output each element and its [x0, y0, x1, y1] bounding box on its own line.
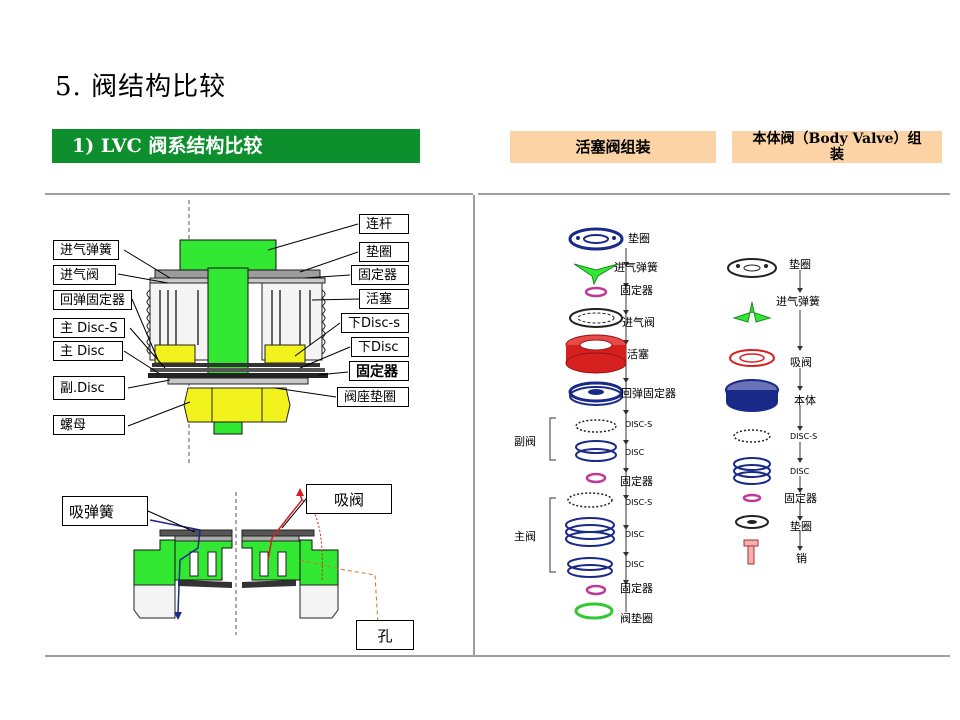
- label-washer: 垫圈: [359, 242, 409, 262]
- label-piston: 活塞: [359, 289, 409, 309]
- section-banner: 1) LVC 阀系结构比较: [52, 129, 420, 163]
- top-divider-right: [478, 193, 950, 195]
- bottom-divider: [45, 655, 950, 657]
- center-divider: [473, 195, 475, 655]
- label-lower-disc-s: 下Disc-s: [341, 313, 409, 333]
- piston-part-retainer-3: 固定器: [620, 582, 653, 595]
- body-part-body: 本体: [794, 394, 816, 407]
- label-main-disc: 主 Disc: [53, 341, 123, 361]
- body-part-pin: 销: [796, 552, 807, 565]
- label-main-disc-s: 主 Disc-S: [53, 318, 125, 338]
- label-intake-spring: 进气弹簧: [53, 240, 120, 260]
- piston-part-retainer-1: 固定器: [620, 284, 653, 297]
- label-nut: 螺母: [53, 415, 125, 435]
- label-rod: 连杆: [359, 214, 409, 234]
- piston-part-rebound-retainer: 回弹固定器: [621, 387, 676, 400]
- piston-part-disc-s-1: DISC-S: [625, 420, 653, 429]
- label-retainer-2: 固定器: [349, 361, 409, 381]
- page-title: 5. 阀结构比较: [55, 72, 227, 102]
- body-part-washer-2: 垫圈: [790, 520, 812, 533]
- piston-part-disc-1: DISC: [625, 448, 645, 457]
- piston-assembly-header: 活塞阀组装: [510, 131, 716, 163]
- piston-part-disc-s-2: DISC-S: [625, 498, 653, 507]
- body-part-retainer: 固定器: [784, 492, 817, 505]
- body-part-washer: 垫圈: [789, 258, 811, 271]
- label-sub-disc: 副.Disc: [53, 376, 125, 400]
- piston-part-retainer-2: 固定器: [620, 475, 653, 488]
- piston-part-piston: 活塞: [627, 348, 649, 361]
- piston-part-main-valve: 主阀: [514, 530, 536, 543]
- body-valve-assembly-header: 本体阀（Body Valve）组 装: [732, 131, 942, 163]
- piston-part-disc-3: DISC: [625, 560, 645, 569]
- label-intake-valve: 进气阀: [53, 265, 116, 285]
- piston-part-intake-valve: 进气阀: [622, 316, 655, 329]
- piston-part-disc-2: DISC: [625, 530, 645, 539]
- body-part-disc: DISC: [790, 467, 810, 476]
- body-part-suction-valve: 吸阀: [790, 356, 812, 369]
- label-lower-disc: 下Disc: [351, 337, 409, 357]
- label-seat-washer: 阀座垫圈: [337, 387, 409, 407]
- label-suction-spring: 吸弹簧: [62, 496, 148, 526]
- body-part-disc-s: DISC-S: [790, 432, 818, 441]
- label-suction-valve: 吸阀: [306, 484, 392, 514]
- piston-part-seat-washer: 阀垫圈: [620, 612, 653, 625]
- piston-part-intake-spring: 进气弹簧: [614, 261, 658, 274]
- body-part-intake-spring: 进气弹簧: [776, 295, 820, 308]
- body-valve-header-line2: 装: [830, 147, 844, 163]
- label-retainer: 固定器: [351, 265, 409, 285]
- body-valve-header-line1: 本体阀（Body Valve）组: [752, 131, 922, 147]
- piston-part-sub-valve: 副阀: [514, 435, 536, 448]
- piston-part-washer: 垫圈: [628, 232, 650, 245]
- top-divider: [45, 193, 473, 195]
- label-rebound-retainer: 回弹固定器: [53, 290, 133, 310]
- label-orifice: 孔: [356, 620, 414, 650]
